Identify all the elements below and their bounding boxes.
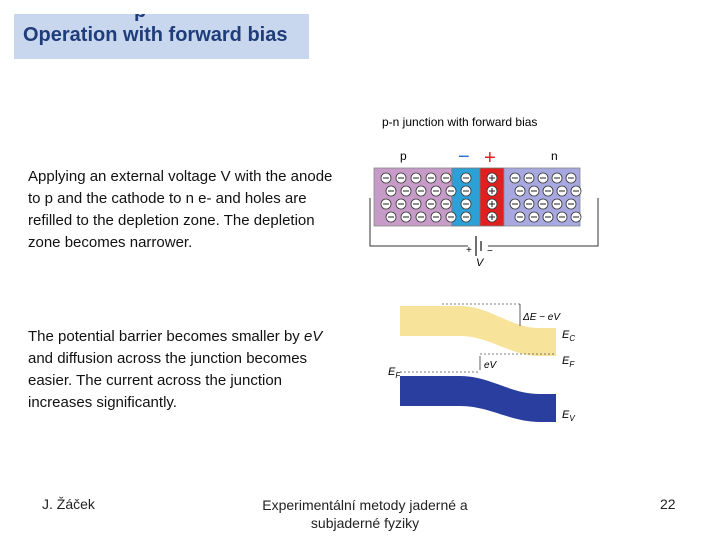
title-fragment: p [134,14,146,23]
ec-label-main: E [562,329,570,341]
paragraph-potential-barrier: The potential barrier becomes smaller by… [28,326,348,414]
circuit-wire [369,198,468,247]
slide-title: Operation with forward bias [23,24,288,46]
battery-minus: − [487,246,493,257]
band-diagram: ΔE − eV EC EF EF eV EV [388,303,575,423]
diagram-title: p-n junction with forward bias [382,115,537,129]
evb-label-sub: V [569,414,575,423]
footer-page-number: 22 [660,496,676,512]
para2-ev: eV [303,328,323,345]
footer-author: J. Žáček [42,496,95,512]
valence-band [400,376,556,422]
delta-label: ΔE − eV [522,312,561,323]
battery-plus: + [466,245,472,256]
ef-right-label: EF [562,355,575,369]
n-label: n [551,149,558,163]
circuit-wire-right [488,198,599,247]
ef-left-label: EF [388,366,401,380]
ec-label: EC [562,329,575,343]
ef-left-sub: F [395,371,401,380]
ef-left-main: E [388,366,396,378]
evb-label-main: E [562,409,570,421]
ef-right-sub: F [569,360,575,369]
evb-label: EV [562,409,575,423]
battery-v: V [476,257,485,269]
title-banner: p Operation with forward bias [14,14,309,59]
para2-part-a: The potential barrier becomes smaller by [28,328,304,345]
ec-label-sub: C [569,334,575,343]
conduction-band [400,306,556,356]
ev-drop-label: eV [484,360,498,371]
depletion-minus-sign: − [458,146,470,168]
para2-part-b: and diffusion across the junction become… [28,350,308,411]
pn-junction-diagram: p-n junction with forward bias p n − + +… [369,115,599,269]
depletion-plus-sign: + [484,147,496,169]
footer-course: Experimentální metody jaderné a subjader… [262,497,468,531]
ion-symbols [380,172,582,223]
p-label: p [400,149,407,163]
paragraph-forward-bias: Applying an external voltage V with the … [28,168,333,251]
ef-right-main: E [562,355,570,367]
